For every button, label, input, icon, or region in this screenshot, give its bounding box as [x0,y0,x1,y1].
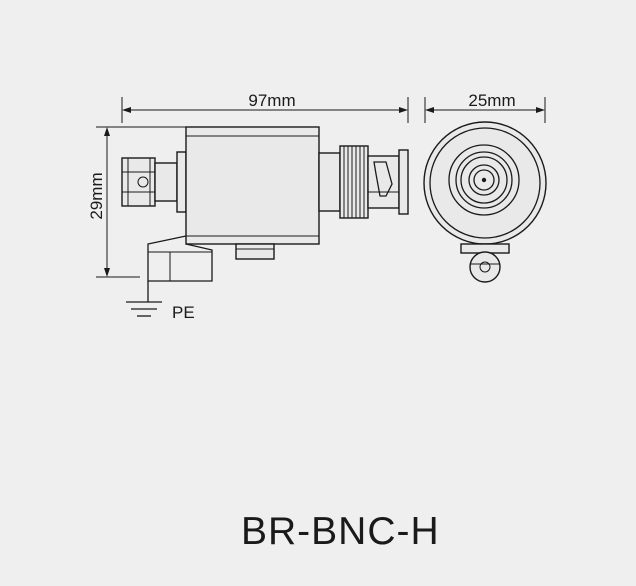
knurled-nut [343,146,365,218]
ground-label: PE [172,303,195,322]
model-title: BR-BNC-H [241,510,440,553]
height-dimension: 29mm [87,126,188,278]
ground-icon [126,301,162,317]
height-label: 29mm [87,172,106,219]
end-view [423,121,547,283]
length-label: 97mm [248,91,295,110]
length-dimension: 97mm [121,91,409,123]
diameter-label: 25mm [468,91,515,110]
side-view: PE [121,126,409,322]
diameter-dimension: 25mm [424,91,546,123]
